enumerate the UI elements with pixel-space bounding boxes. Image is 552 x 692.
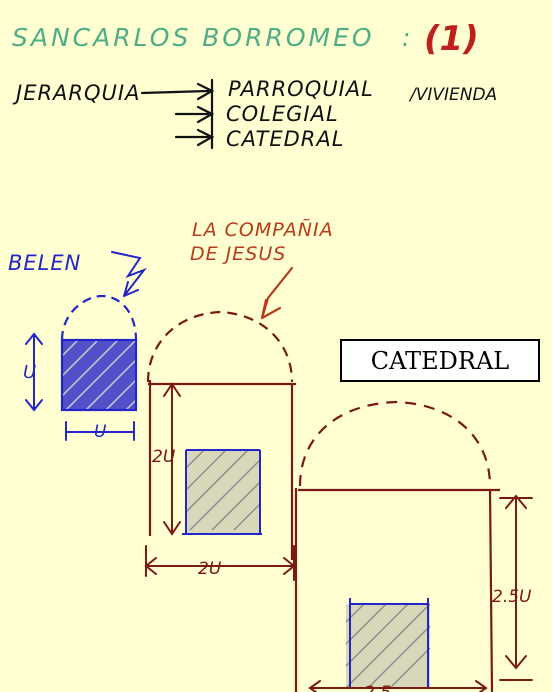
hierarchy-item-parroquial: PARROQUIAL <box>228 77 374 101</box>
compania-label-line2: DE JESUS <box>190 243 286 265</box>
belen-dome-outline <box>60 294 138 341</box>
belen-nave-outline <box>60 338 138 412</box>
belen-label: BELEN <box>8 251 81 275</box>
compania-nave-outline <box>182 449 262 535</box>
catedral-width-arrow-icon <box>308 680 488 692</box>
hierarchy-label: JERARQUIA <box>12 81 140 105</box>
belen-height-label: U <box>23 362 36 383</box>
hierarchy-extra: /VIVIENDA <box>408 85 497 105</box>
title: SANCARLOS BORROMEO <box>12 23 375 52</box>
compania-nave-fill <box>186 450 260 534</box>
hierarchy-item-catedral: CATEDRAL <box>226 127 344 151</box>
compania-height-label: 2U <box>152 447 176 467</box>
compania-width-label: 2U <box>198 559 222 579</box>
pointer-arrow-icon <box>260 266 294 320</box>
belen-plan <box>25 294 138 441</box>
compania-plan <box>144 310 296 581</box>
catedral-hatch <box>345 603 431 689</box>
belen-width-label: U <box>94 422 107 442</box>
page-number: (1) <box>424 19 479 59</box>
catedral-dome-outline <box>298 400 492 487</box>
hierarchy-arrows <box>140 78 215 150</box>
catedral-nave-outline <box>349 598 429 688</box>
catedral-plan <box>294 400 533 692</box>
belen-height-arrow-icon <box>25 332 43 412</box>
compania-hatch <box>185 449 261 531</box>
compania-label-line1: LA COMPAÑIA <box>192 218 334 241</box>
compania-height-arrow-icon <box>163 382 181 536</box>
compania-dome-outline <box>146 310 294 383</box>
title-suffix: : <box>402 23 410 52</box>
pointer-arrow-icon <box>111 251 147 297</box>
hierarchy-item-colegial: COLEGIAL <box>226 102 339 126</box>
catedral-height-label: 2.5U <box>492 587 532 607</box>
belen-width-arrow-icon <box>65 421 135 441</box>
belen-hatch <box>61 339 137 411</box>
catedral-height-arrow-icon <box>499 494 533 681</box>
catedral-width-label: 2.5 <box>364 683 391 692</box>
catedral-walls <box>294 488 494 692</box>
compania-walls <box>148 380 294 560</box>
catedral-caption-box: CATEDRAL <box>340 339 540 382</box>
compania-width-arrow-icon <box>144 545 296 581</box>
catedral-caption-text: CATEDRAL <box>370 346 510 375</box>
